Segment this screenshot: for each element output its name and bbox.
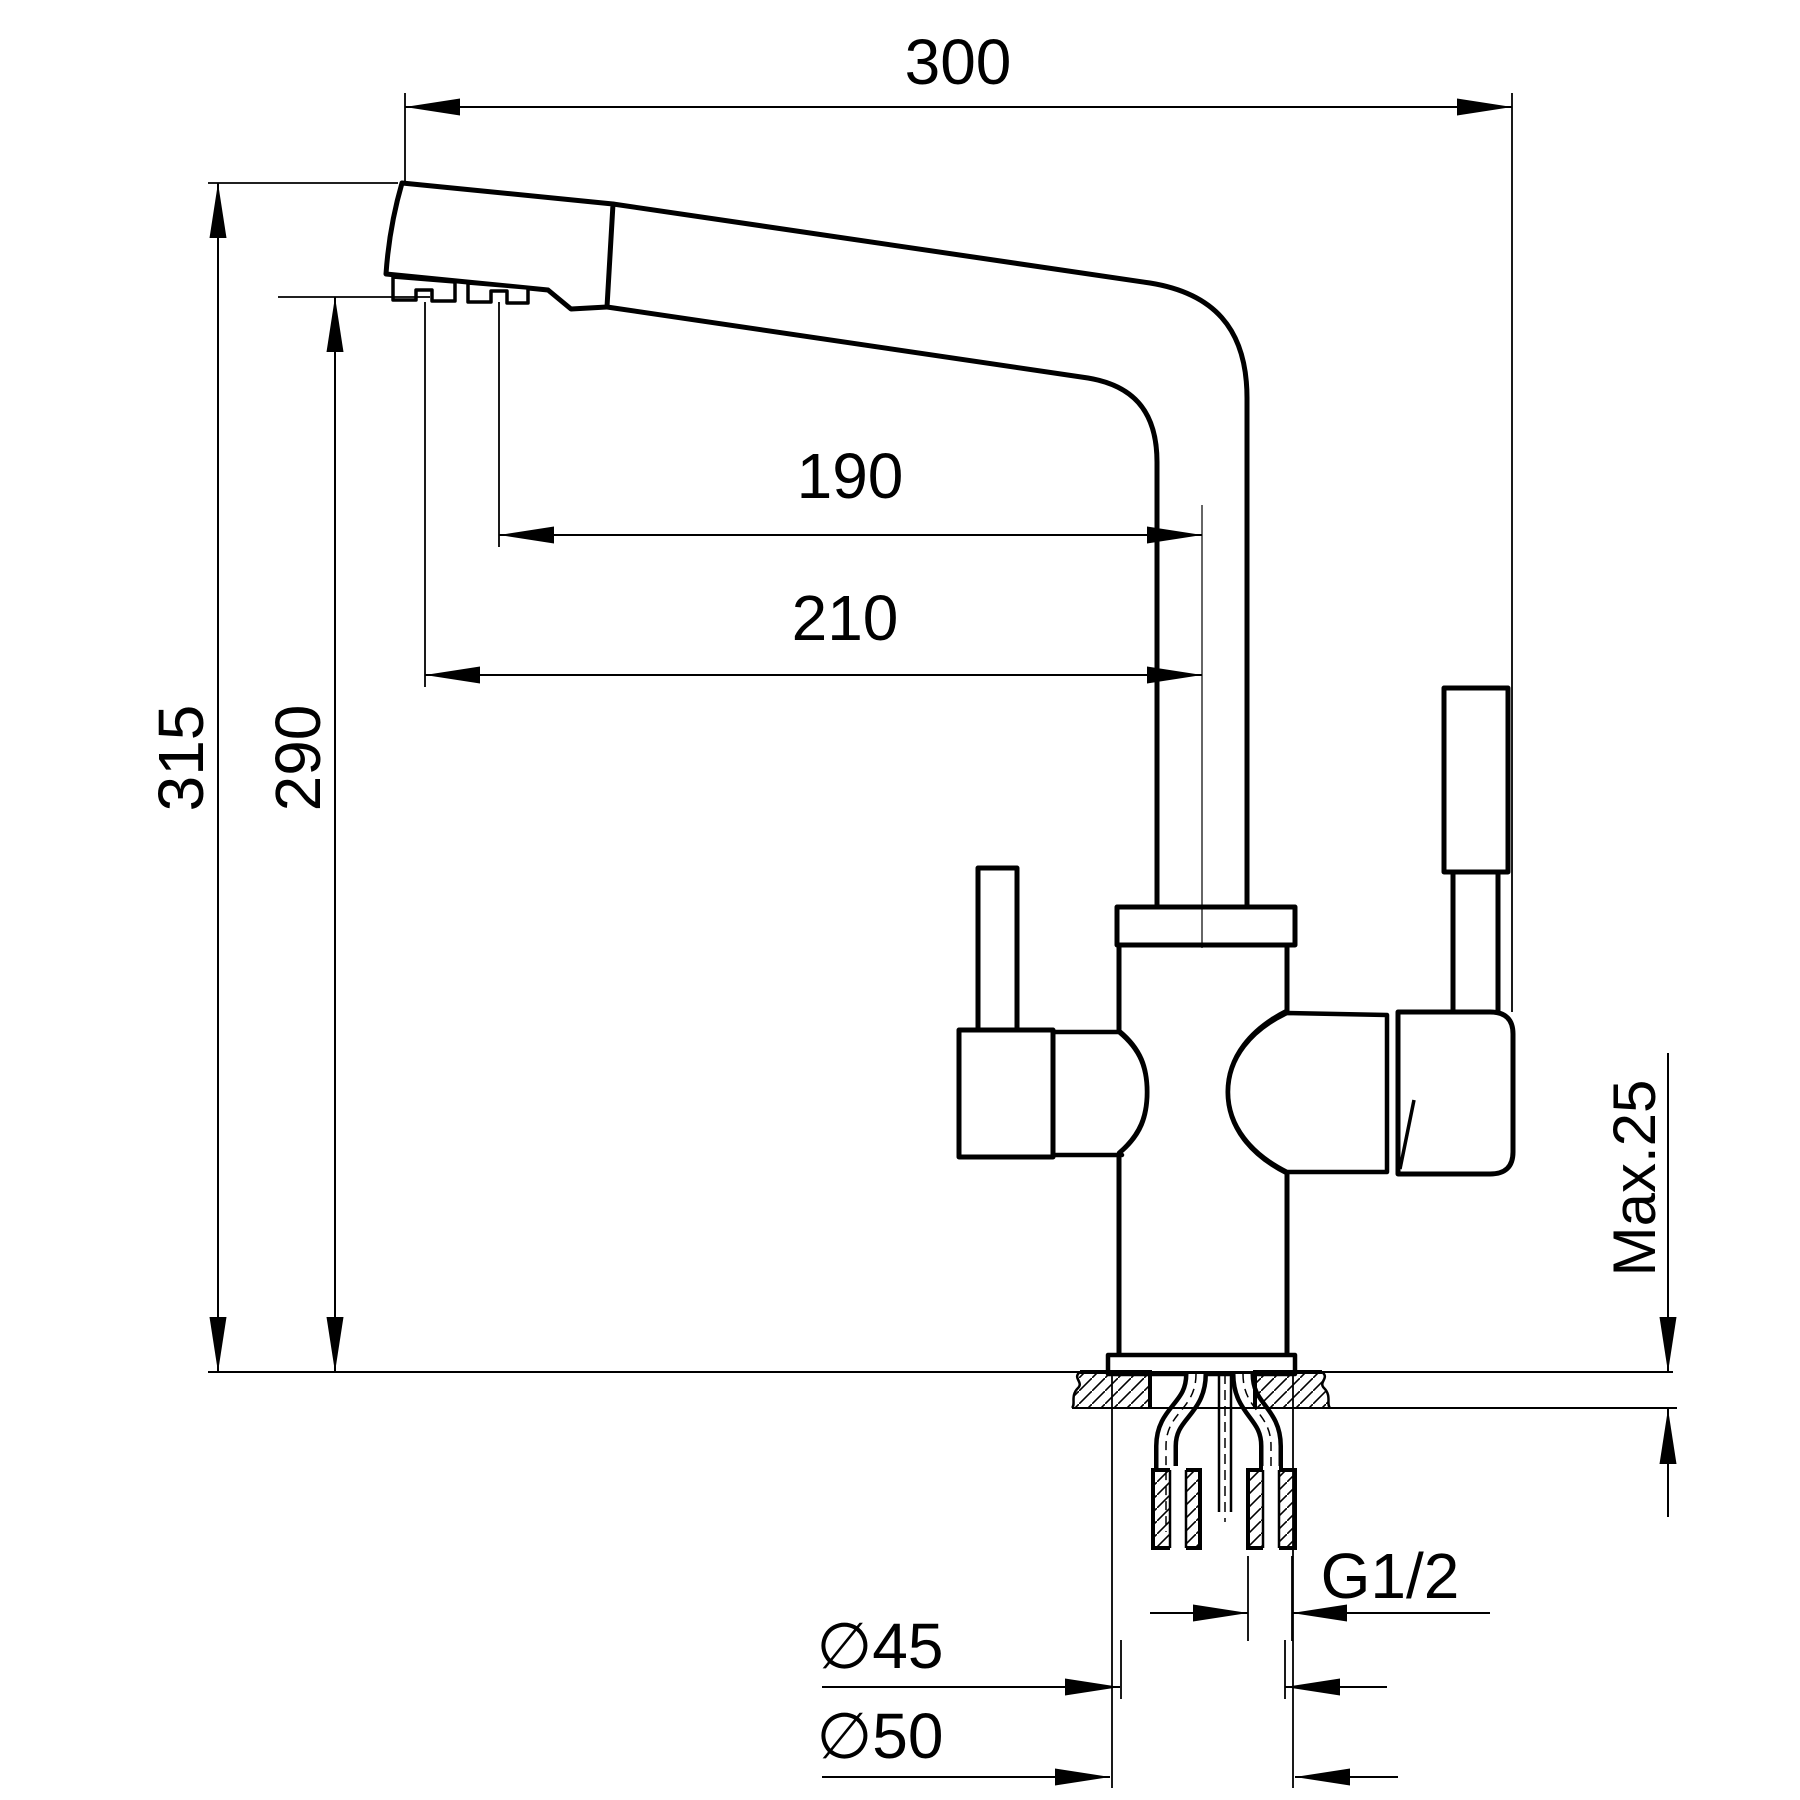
label-supply-thread: G1/2 bbox=[1321, 1540, 1460, 1612]
arrow-210-left bbox=[425, 666, 480, 684]
hose-fitting-left bbox=[1151, 1466, 1202, 1550]
arrow-g12-left bbox=[1193, 1604, 1248, 1622]
spout-tube-outer-line bbox=[612, 201, 1250, 907]
aerator-outlet-inner bbox=[466, 281, 530, 305]
counter-hatch-left-edge bbox=[1080, 1370, 1152, 1408]
faucet-outline bbox=[383, 180, 1516, 1377]
arrow-315-bottom bbox=[209, 1317, 227, 1372]
label-spout-height: 290 bbox=[262, 705, 334, 812]
label-max-counter-thickness: Max.25 bbox=[1601, 1080, 1668, 1277]
right-handle-cone bbox=[1225, 1010, 1390, 1175]
spout-head bbox=[383, 180, 616, 312]
counter-break-left bbox=[1070, 1371, 1081, 1409]
dimension-labels: 300 315 290 190 210 Max.25 G1/2 ∅45 ∅50 bbox=[145, 26, 1668, 1772]
label-spout-reach: 300 bbox=[905, 26, 1012, 98]
label-aerator-inner-offset: 190 bbox=[797, 440, 904, 512]
right-handle-lever bbox=[1441, 685, 1511, 875]
under-counter-parts bbox=[1151, 1373, 1297, 1550]
arrow-d50-left bbox=[1055, 1768, 1110, 1786]
supply-hose-left-bore bbox=[1158, 1373, 1204, 1470]
right-handle-neck bbox=[1450, 867, 1501, 1017]
dimension-lines bbox=[217, 106, 1669, 1778]
counter-break-right bbox=[1321, 1371, 1332, 1409]
extension-lines bbox=[208, 93, 1513, 1788]
arrow-300-left bbox=[405, 98, 460, 116]
left-handle-base bbox=[956, 1027, 1056, 1160]
arrow-290-top bbox=[326, 297, 344, 352]
label-diameter-45: ∅45 bbox=[817, 1610, 944, 1682]
countertop-section bbox=[208, 1370, 1677, 1409]
arrow-max25-down bbox=[1659, 1317, 1677, 1372]
arrow-190-left bbox=[499, 526, 554, 544]
arrow-210-right bbox=[1147, 666, 1202, 684]
counter-hatch-right-edge bbox=[1253, 1370, 1322, 1408]
left-handle-lever bbox=[975, 865, 1020, 1035]
arrow-d50-right bbox=[1295, 1768, 1350, 1786]
dimension-arrowheads bbox=[209, 98, 1677, 1786]
right-handle-joint-line bbox=[1398, 1099, 1416, 1170]
counter-hatch-left bbox=[1072, 1372, 1150, 1408]
arrow-d45-right bbox=[1285, 1678, 1340, 1696]
arrow-g12-right bbox=[1292, 1604, 1347, 1622]
right-handle-body bbox=[1395, 1009, 1516, 1177]
label-diameter-50: ∅50 bbox=[817, 1700, 944, 1772]
supply-hose-left-centerline bbox=[1165, 1373, 1197, 1532]
arrow-300-right bbox=[1457, 98, 1512, 116]
left-handle-cone bbox=[1050, 1029, 1150, 1158]
mounting-stud bbox=[1217, 1374, 1233, 1512]
spout-collar bbox=[1114, 904, 1298, 948]
hose-fitting-right bbox=[1246, 1466, 1297, 1550]
arrow-290-bottom bbox=[326, 1317, 344, 1372]
label-aerator-outer-offset: 210 bbox=[792, 582, 899, 654]
spout-tube-inner-line bbox=[606, 304, 1160, 907]
label-total-height: 315 bbox=[145, 705, 217, 812]
arrow-315-top bbox=[209, 183, 227, 238]
arrow-d45-left bbox=[1065, 1678, 1120, 1696]
aerator-outlet-outer bbox=[391, 275, 457, 303]
arrow-190-right bbox=[1147, 526, 1202, 544]
arrow-max25-up bbox=[1659, 1409, 1677, 1464]
supply-hose-right-centerline bbox=[1242, 1373, 1272, 1532]
